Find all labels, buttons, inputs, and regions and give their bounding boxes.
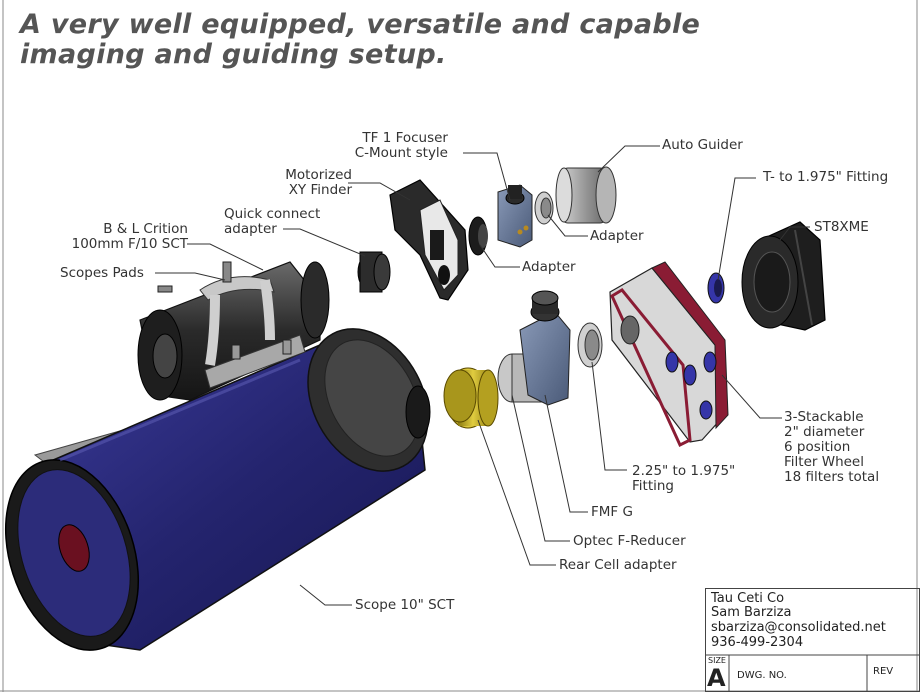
label-tf1-focuser: TF 1 Focuser C-Mount style — [350, 131, 448, 161]
title-block-rev-label: REV — [873, 666, 894, 677]
label-quick-line1: Quick connect — [224, 206, 321, 222]
label-adapter-1: Adapter — [522, 259, 576, 275]
label-scopes-pads: Scopes Pads — [60, 265, 144, 281]
title-block-size-label: SIZE — [708, 656, 726, 665]
title-block-dwg-label: DWG. NO. — [737, 670, 787, 681]
diagram-title-line2: imaging and guiding setup. — [20, 39, 447, 70]
label-tf1-line1: TF 1 Focuser — [362, 130, 448, 146]
leader-lines — [155, 145, 810, 606]
motorized-xy-finder-part — [389, 179, 469, 301]
bl-crition-scope — [137, 261, 330, 401]
label-finder-line1: Motorized — [285, 167, 352, 183]
t-fitting-ring — [707, 272, 725, 304]
label-optec: Optec F-Reducer — [573, 533, 686, 549]
label-adapter-2: Adapter — [590, 228, 644, 244]
adapter-washer — [534, 191, 554, 225]
label-crition-line1: B & L Crition — [103, 221, 188, 237]
label-fw-line5: 18 filters total — [784, 469, 880, 485]
title-block-email: sbarziza@consolidated.net — [711, 620, 886, 635]
label-fw-line3: 6 position — [784, 439, 851, 455]
rear-cell-adapter-part — [443, 367, 499, 429]
label-quick-connect: Quick connect adapter — [224, 207, 320, 237]
label-filter-wheel: 3-Stackable 2" diameter 6 position Filte… — [784, 410, 879, 485]
title-block-name: Sam Barziza — [711, 605, 792, 620]
title-block-size-value: A — [707, 664, 726, 692]
st8xme-camera-part — [741, 221, 826, 331]
scope-10-sct — [4, 328, 431, 651]
label-motorized-finder: Motorized XY Finder — [262, 168, 352, 198]
filter-wheel-part — [609, 261, 729, 448]
title-block-phone: 936-499-2304 — [711, 635, 804, 650]
label-fw-line4: Filter Wheel — [784, 454, 864, 470]
tf1-focuser-part — [497, 184, 533, 248]
label-fit225-line1: 2.25" to 1.975" — [632, 463, 736, 479]
label-crition-line2: 100mm F/10 SCT — [71, 236, 188, 252]
label-quick-line2: adapter — [224, 221, 277, 237]
label-fw-line2: 2" diameter — [784, 424, 865, 440]
label-auto-guider: Auto Guider — [662, 137, 743, 153]
label-st8xme: ST8XME — [814, 219, 869, 235]
label-fit225-line2: Fitting — [632, 478, 674, 494]
label-fw-line1: 3-Stackable — [784, 409, 864, 425]
label-tf1-line2: C-Mount style — [354, 145, 448, 161]
label-rear-cell: Rear Cell adapter — [559, 557, 677, 573]
quick-connect-adapter-part — [357, 251, 391, 293]
label-fitting-225: 2.25" to 1.975" Fitting — [632, 464, 735, 494]
title-block-company: Tau Ceti Co — [711, 591, 785, 606]
label-t-fitting: T- to 1.975" Fitting — [763, 169, 889, 185]
label-finder-line2: XY Finder — [288, 182, 352, 198]
fitting-225-part — [577, 322, 603, 368]
label-fmf-g: FMF G — [591, 504, 633, 520]
diagram-title-line1: A very well equipped, versatile and capa… — [20, 9, 701, 40]
auto-guider-part — [555, 166, 617, 224]
fmf-g-part — [519, 290, 571, 406]
title-block: Tau Ceti Co Sam Barziza sbarziza@consoli… — [705, 588, 920, 692]
label-bl-crition: B & L Crition 100mm F/10 SCT — [60, 222, 188, 252]
adapter-ring-1 — [468, 216, 488, 256]
label-scope-10: Scope 10" SCT — [355, 597, 455, 613]
